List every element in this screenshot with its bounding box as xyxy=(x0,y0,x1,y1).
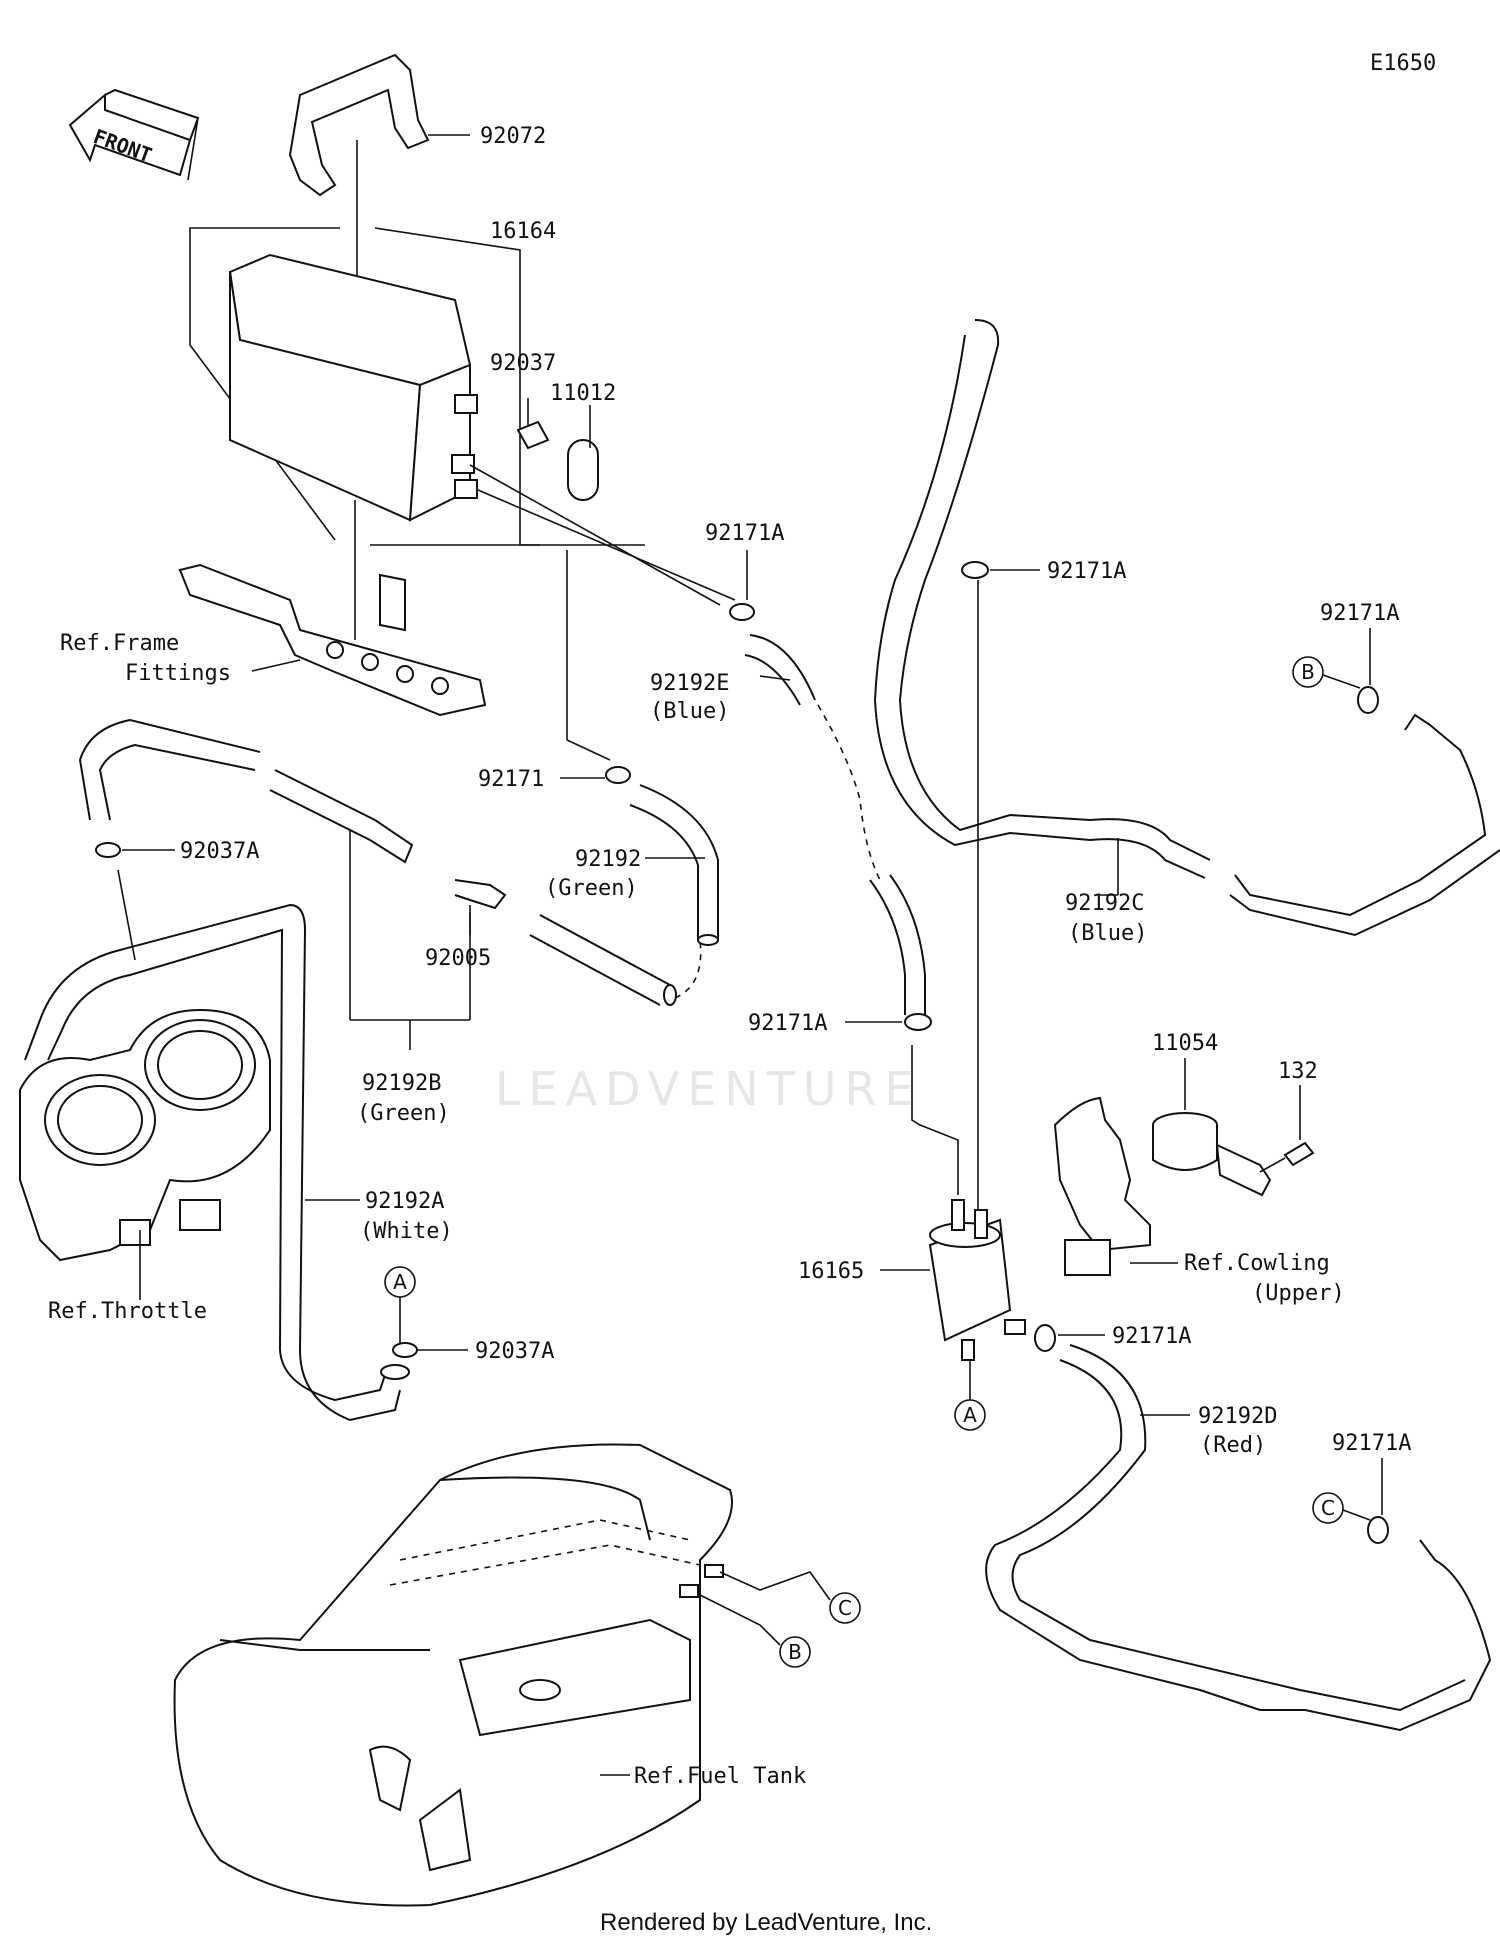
label-92192: 92192 xyxy=(575,847,641,872)
label-ref-throttle: Ref.Throttle xyxy=(48,1299,207,1324)
label-92171A-bottom: 92171A xyxy=(1332,1431,1411,1456)
footer-credit: Rendered by LeadVenture, Inc. xyxy=(600,1909,932,1936)
clip-92171 xyxy=(605,766,631,784)
callout-C-right-text: C xyxy=(1321,1496,1335,1520)
canister-strap xyxy=(288,53,430,197)
clip-92171A-top xyxy=(729,603,755,621)
label-11054: 11054 xyxy=(1152,1031,1218,1056)
callout-B-right xyxy=(1292,656,1324,688)
label-92005: 92005 xyxy=(425,946,491,971)
hose-92192 xyxy=(629,784,719,946)
clip-92171A-lower xyxy=(904,1013,932,1031)
callout-B-tank-text: B xyxy=(788,1640,802,1664)
label-11012: 11012 xyxy=(550,381,616,406)
callout-A-right xyxy=(954,1399,986,1431)
callout-C-tank-text: C xyxy=(838,1596,852,1620)
clip-92037A-bottom xyxy=(392,1342,418,1358)
label-ref-frame: Ref.Frame xyxy=(60,631,179,656)
callout-B-tank xyxy=(779,1636,811,1668)
filter-clamp-11054 xyxy=(1152,1112,1272,1197)
label-92037A-top: 92037A xyxy=(180,839,259,864)
label-92171A-filter: 92171A xyxy=(1112,1324,1191,1349)
front-arrow-icon: FRONT xyxy=(68,88,200,181)
label-92037A-bottom: 92037A xyxy=(475,1339,554,1364)
label-92192A-color: (White) xyxy=(360,1219,453,1244)
callout-B-right-text: B xyxy=(1301,660,1315,684)
label-ref-cowling-upper: (Upper) xyxy=(1252,1281,1345,1306)
bolt-132 xyxy=(1259,1141,1315,1173)
label-92192E: 92192E xyxy=(650,671,729,696)
hose-92192C xyxy=(873,319,1500,937)
fuel-filter-16165 xyxy=(928,1199,1026,1361)
label-92192B-color: (Green) xyxy=(357,1101,450,1126)
label-92192C: 92192C xyxy=(1065,891,1144,916)
callout-A-right-text: A xyxy=(963,1403,977,1427)
label-16164: 16164 xyxy=(490,219,556,244)
clip-92171A-bottom xyxy=(1367,1516,1389,1544)
callout-C-right xyxy=(1312,1492,1344,1524)
label-92171: 92171 xyxy=(478,767,544,792)
cowling-bracket xyxy=(1053,1096,1151,1276)
label-92192D: 92192D xyxy=(1198,1404,1277,1429)
label-92192D-color: (Red) xyxy=(1200,1433,1266,1458)
label-92072: 92072 xyxy=(480,124,546,149)
hose-92192E xyxy=(744,634,816,706)
clip-92171A-filter xyxy=(1034,1324,1056,1352)
clip-92171A-mid xyxy=(961,561,989,579)
frame-fittings-bracket xyxy=(178,563,487,717)
label-92171A-lower: 92171A xyxy=(748,1011,827,1036)
callout-C-tank xyxy=(829,1592,861,1624)
label-92192B: 92192B xyxy=(362,1071,441,1096)
label-16165: 16165 xyxy=(798,1259,864,1284)
fuel-tank xyxy=(173,1443,733,1907)
callout-A-left-text: A xyxy=(393,1270,407,1294)
clip-92037A-top xyxy=(95,842,121,858)
label-92192A: 92192A xyxy=(365,1189,444,1214)
hose-92192B xyxy=(269,769,507,910)
label-92171A-top: 92171A xyxy=(705,521,784,546)
hose-92192A xyxy=(24,903,410,1422)
label-ref-cowling: Ref.Cowling xyxy=(1184,1251,1330,1276)
charcoal-canister xyxy=(228,253,478,522)
hose-filter-upper xyxy=(869,874,926,1015)
label-92171A-right: 92171A xyxy=(1320,601,1399,626)
label-132: 132 xyxy=(1278,1059,1318,1084)
watermark: LEADVENTURE xyxy=(495,1062,922,1116)
label-92192-color: (Green) xyxy=(545,876,638,901)
label-92192E-color: (Blue) xyxy=(650,699,729,724)
clip-92171A-right xyxy=(1357,686,1379,714)
cap-11012 xyxy=(567,439,599,501)
hose-92192-lower xyxy=(529,914,677,1006)
hose-92192D xyxy=(985,1344,1492,1732)
throttle-body xyxy=(19,1008,271,1262)
label-ref-fuel-tank: Ref.Fuel Tank xyxy=(634,1764,806,1789)
hose-upper-left xyxy=(78,718,261,821)
clip-92037 xyxy=(516,420,550,450)
label-ref-frame-fittings: Fittings xyxy=(125,661,231,686)
label-92192C-color: (Blue) xyxy=(1068,921,1147,946)
label-92037: 92037 xyxy=(490,351,556,376)
label-92171A-mid: 92171A xyxy=(1047,559,1126,584)
diagram-code: E1650 xyxy=(1370,51,1436,76)
